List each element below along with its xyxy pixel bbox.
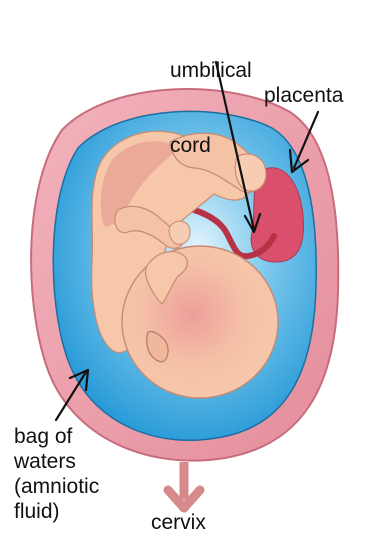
placenta-label: placenta <box>264 83 343 108</box>
umbilical-cord-label: umbilical cord <box>170 8 252 183</box>
bag-of-waters-label-line-2: waters <box>14 449 134 474</box>
umbilical-cord-label-line-1: umbilical <box>170 58 252 83</box>
bag-of-waters-label-line-3: (amniotic <box>14 474 134 499</box>
cervix-label: cervix <box>151 510 206 535</box>
umbilical-cord-label-line-2: cord <box>170 133 252 158</box>
fetus-hand <box>169 221 190 244</box>
bag-of-waters-label: bag of waters (amniotic fluid) <box>14 424 134 524</box>
cervix-arrow <box>168 462 200 508</box>
bag-of-waters-label-line-4: fluid) <box>14 499 134 524</box>
fetus-head <box>122 246 278 398</box>
bag-of-waters-label-line-1: bag of <box>14 424 134 449</box>
